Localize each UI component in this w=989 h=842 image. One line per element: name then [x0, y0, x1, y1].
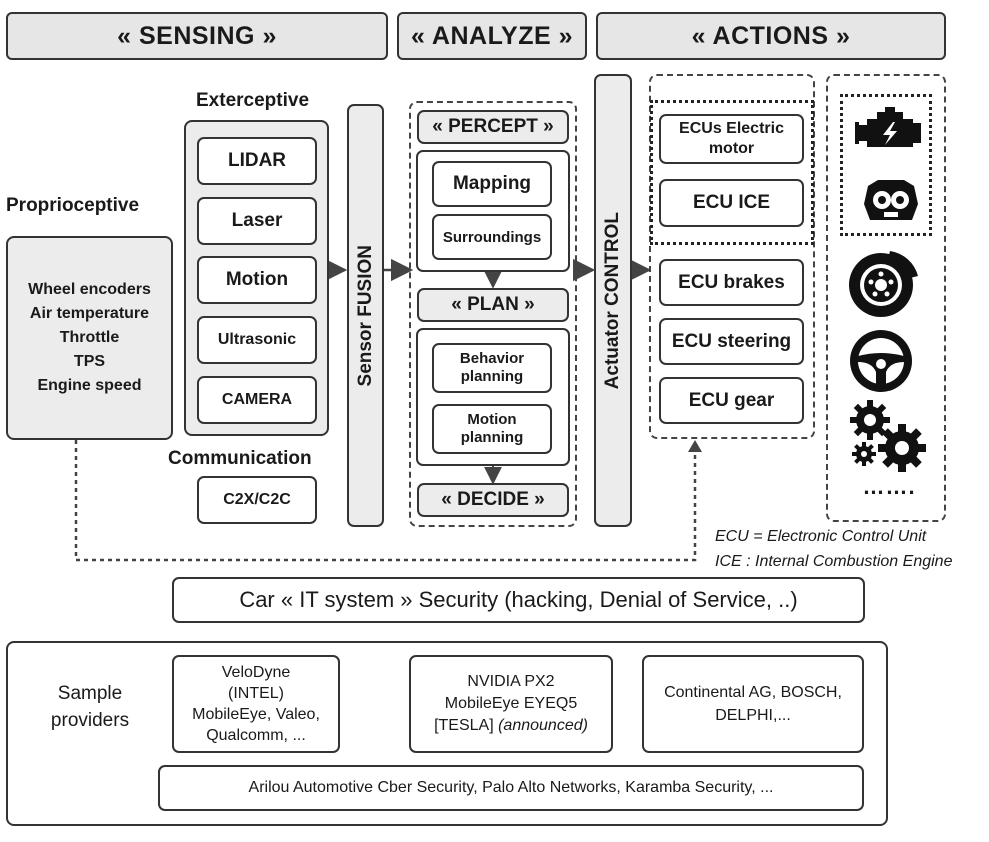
- ecu-gear: ECU gear: [659, 377, 804, 424]
- motion-planning-box: Motion planning: [432, 404, 552, 454]
- sensor-motion: Motion: [197, 256, 317, 304]
- gears-icon: [850, 400, 926, 472]
- proprioceptive-label: Proprioceptive: [6, 195, 140, 216]
- sensor-laser: Laser: [197, 197, 317, 245]
- providers-label: Sample providers: [50, 683, 130, 731]
- sensor-camera: CAMERA: [197, 376, 317, 424]
- sensing-header: « SENSING »: [6, 12, 388, 60]
- actuator-control-label: Actuator CONTROL: [602, 211, 623, 390]
- ecu-electric-motor: ECUs Electric motor: [659, 114, 804, 164]
- analyze-group: [409, 101, 577, 527]
- surroundings-box: Surroundings: [432, 214, 552, 260]
- providers-actions: Continental AG, BOSCH, DELPHI,...: [642, 655, 864, 753]
- ecu-ice: ECU ICE: [659, 179, 804, 227]
- legend-ice: ICE : Internal Combustion Engine: [715, 553, 953, 570]
- brake-disc-icon: [849, 251, 918, 317]
- ice-engine-icon: [864, 180, 918, 220]
- proprioceptive-box: Wheel encoders Air temperature Throttle …: [6, 236, 173, 440]
- communication-label: Communication: [168, 448, 312, 469]
- analyze-header: « ANALYZE »: [397, 12, 587, 60]
- decide-header: « DECIDE »: [417, 483, 569, 517]
- percept-header: « PERCEPT »: [417, 110, 569, 144]
- providers-analyze-text: NVIDIA PX2 MobileEye EYEQ5 [TESLA] (anno…: [434, 671, 588, 737]
- ecu-group: [649, 74, 815, 439]
- feedback-loop: [74, 440, 697, 562]
- providers-analyze-note: (announced): [498, 717, 588, 734]
- steering-wheel-icon: [850, 330, 912, 392]
- mapping-box: Mapping: [432, 161, 552, 207]
- sensor-fusion-bar: Sensor FUSION: [347, 104, 384, 527]
- powertrain-group: [650, 100, 814, 245]
- providers-analyze-main: NVIDIA PX2 MobileEye EYEQ5 [TESLA]: [434, 673, 578, 734]
- providers-sensing: VeloDyne (INTEL) MobileEye, Valeo, Qualc…: [172, 655, 340, 753]
- providers-security: Arilou Automotive Cber Security, Palo Al…: [158, 765, 864, 811]
- powertrain-icons-group: [840, 94, 932, 236]
- communication-c2x: C2X/C2C: [197, 476, 317, 524]
- sensor-fusion-label: Sensor FUSION: [354, 244, 376, 387]
- ecu-steering: ECU steering: [659, 318, 804, 365]
- actuator-control-bar: Actuator CONTROL: [594, 74, 632, 527]
- sensor-ultrasonic: Ultrasonic: [197, 316, 317, 364]
- sensor-lidar: LIDAR: [197, 137, 317, 185]
- providers-analyze: NVIDIA PX2 MobileEye EYEQ5 [TESLA] (anno…: [409, 655, 613, 753]
- behavior-planning-box: Behavior planning: [432, 343, 552, 393]
- engine-icon: [855, 107, 921, 147]
- ecu-brakes: ECU brakes: [659, 259, 804, 306]
- security-bar: Car « IT system » Security (hacking, Den…: [172, 577, 865, 623]
- actions-header: « ACTIONS »: [596, 12, 946, 60]
- plan-header: « PLAN »: [417, 288, 569, 322]
- actuators-icon-group: [826, 74, 946, 522]
- more-actuators-ellipsis: …….: [862, 474, 916, 499]
- legend-ecu: ECU = Electronic Control Unit: [715, 528, 927, 545]
- exteroceptive-label: Exterceptive: [196, 90, 310, 111]
